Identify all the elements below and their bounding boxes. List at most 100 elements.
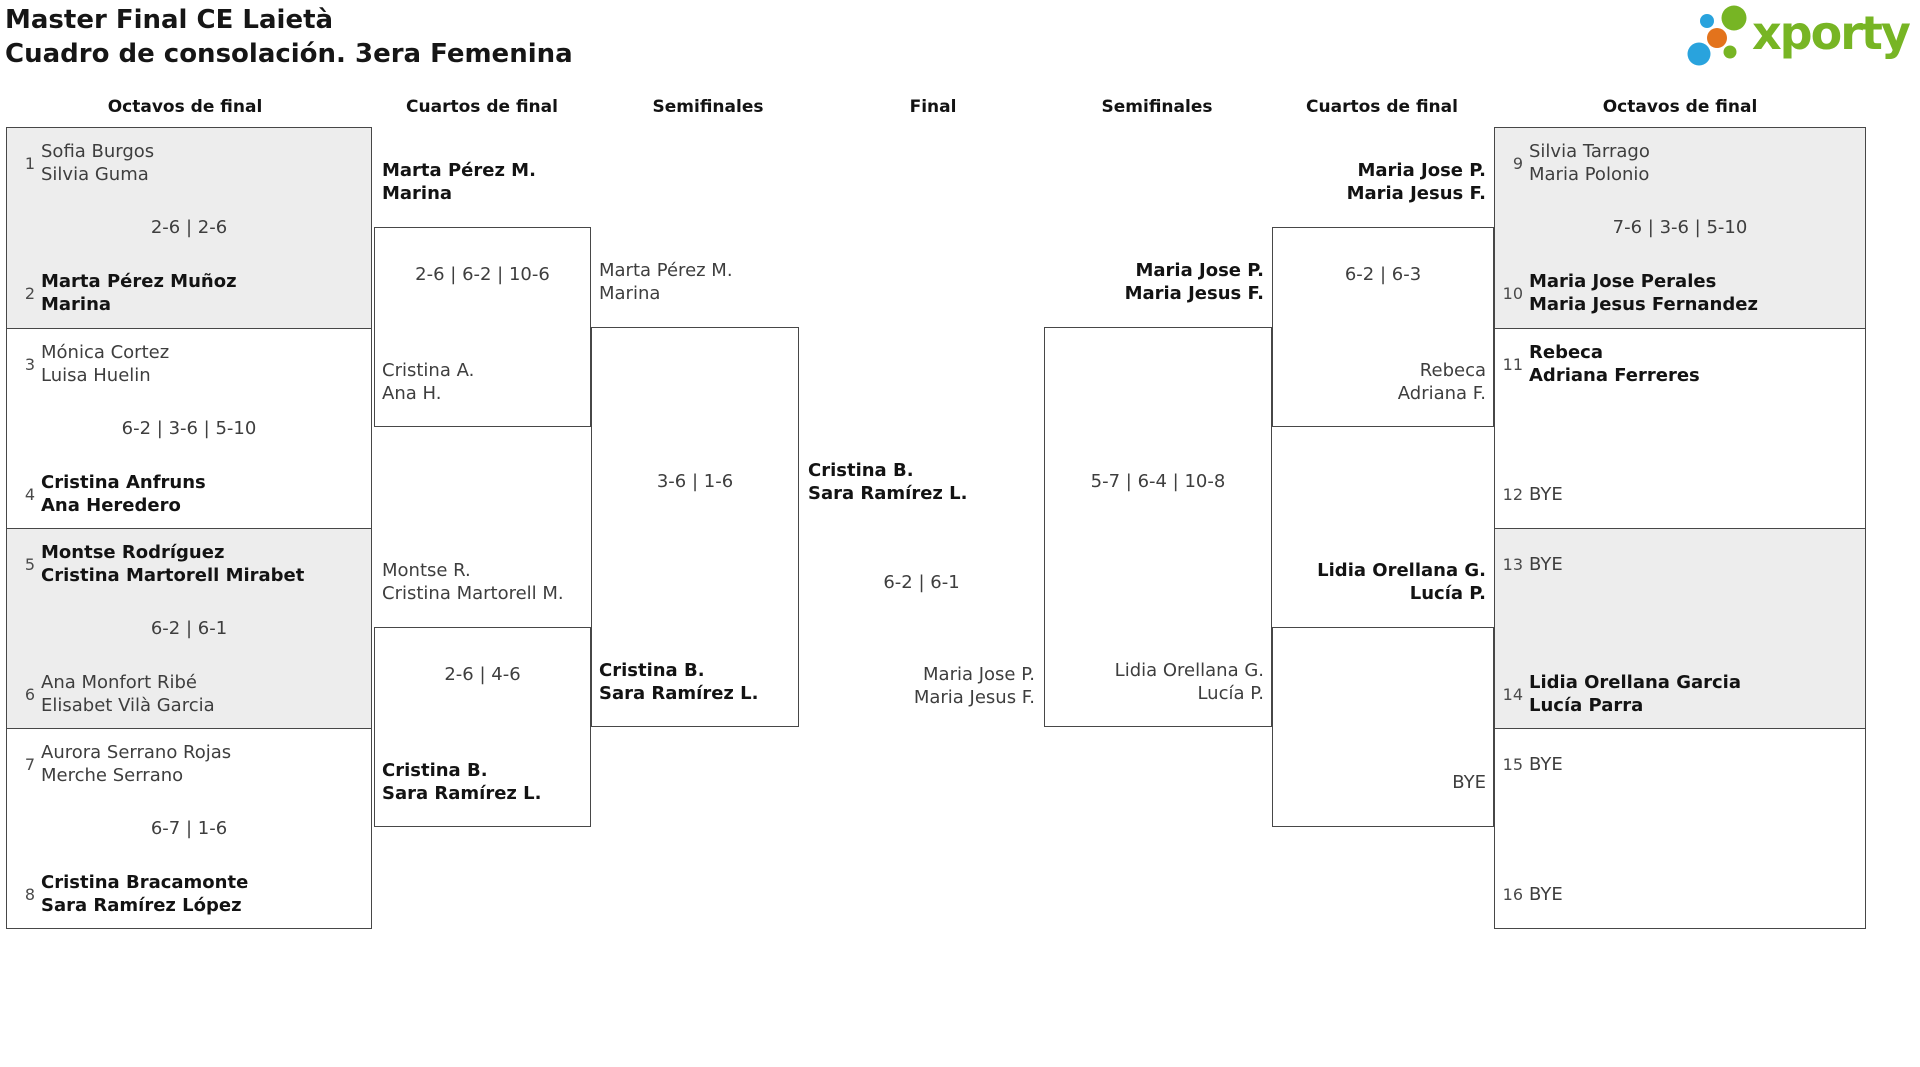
team-seed: 2 xyxy=(24,283,35,303)
team-name-line: Sara Ramírez L. xyxy=(808,483,968,504)
team-name-line: BYE xyxy=(1529,553,1563,575)
team-name-line: Silvia Guma xyxy=(41,164,149,185)
match-box-cuartos_left-2 xyxy=(374,627,591,827)
team-name-line: Elisabet Vilà Garcia xyxy=(41,695,215,716)
team-name-line: Mónica Cortez xyxy=(41,342,170,363)
round-header-semifinales-right: Semifinales xyxy=(1101,97,1213,117)
team-name-line: Marina xyxy=(41,294,112,315)
team-name-line: Ana Heredero xyxy=(41,495,181,516)
team-seed: 8 xyxy=(24,884,35,904)
round-header-final: Final xyxy=(909,97,957,117)
round-header-octavos-left: Octavos de final xyxy=(107,97,263,117)
team-name-line: BYE xyxy=(1529,483,1563,505)
team-name-line: Maria Jesus F. xyxy=(1124,283,1264,304)
team-name-line: Cristina B. xyxy=(599,660,705,681)
team-name-line: BYE xyxy=(1529,883,1563,905)
team-entry: Maria Jose P.Maria Jesus F. xyxy=(808,663,1035,709)
team-name-line: Sofia Burgos xyxy=(41,141,155,162)
team-name-line: Lidia Orellana G. xyxy=(1114,660,1264,681)
xporty-logo-dots-icon xyxy=(1687,5,1747,66)
xporty-logo: xporty xyxy=(1684,2,1911,72)
team-name-line: Sara Ramírez L. xyxy=(382,783,542,804)
team-entry: Cristina A.Ana H. xyxy=(382,359,583,405)
team-seed: 14 xyxy=(1502,684,1523,704)
team-name-line: BYE xyxy=(1452,771,1486,793)
team-name-line: Marina xyxy=(599,283,661,304)
team-name-line: Cristina B. xyxy=(382,760,488,781)
match-score: 7-6 | 3-6 | 5-10 xyxy=(1612,217,1748,238)
team-name-line: Adriana Ferreres xyxy=(1529,365,1700,386)
team-name-line: Rebeca xyxy=(1419,360,1486,381)
team-entry: BYE xyxy=(1280,759,1486,805)
team-seed: 13 xyxy=(1502,554,1523,574)
round-header-cuartos-right: Cuartos de final xyxy=(1306,97,1458,117)
team-name-line: Cristina Martorell M. xyxy=(382,583,564,604)
match-score: 6-7 | 1-6 xyxy=(150,818,228,839)
team-name-line: Cristina Martorell Mirabet xyxy=(41,565,305,586)
team-name-line: Lucía Parra xyxy=(1529,695,1644,716)
match-box-cuartos_right-2 xyxy=(1272,627,1494,827)
team-name-line: Silvia Tarrago xyxy=(1529,141,1650,162)
team-entry: Cristina B.Sara Ramírez L. xyxy=(599,659,791,705)
match-box-cuartos_right-1 xyxy=(1272,227,1494,427)
team-name-line: Montse Rodríguez xyxy=(41,542,225,563)
match-box-cuartos_left-1 xyxy=(374,227,591,427)
page-title: Master Final CE Laietà Cuadro de consola… xyxy=(5,3,573,71)
team-entry: Cristina B.Sara Ramírez L. xyxy=(808,459,1035,505)
team-seed: 12 xyxy=(1502,484,1523,504)
team-name-line: Sara Ramírez López xyxy=(41,895,242,916)
team-entry: Lidia Orellana G.Lucía P. xyxy=(1052,659,1264,705)
team-entry: Cristina B.Sara Ramírez L. xyxy=(382,759,583,805)
team-name-line: Maria Jesus F. xyxy=(913,687,1035,708)
team-name-line: Maria Jose P. xyxy=(1357,160,1487,181)
team-entry: Maria Jose P.Maria Jesus F. xyxy=(1280,159,1486,205)
team-name-line: Adriana F. xyxy=(1397,383,1486,404)
match-score: 5-7 | 6-4 | 10-8 xyxy=(1090,471,1226,492)
team-name-line: Maria Jose P. xyxy=(923,664,1035,685)
team-name-line: Maria Polonio xyxy=(1529,164,1650,185)
team-name-line: Rebeca xyxy=(1529,342,1603,363)
match-box-semifinales_right-1 xyxy=(1044,327,1272,727)
team-entry: BYE xyxy=(1529,871,1563,917)
team-seed: 6 xyxy=(24,684,35,704)
team-name-line: Sara Ramírez L. xyxy=(599,683,759,704)
team-name-line: Marina xyxy=(382,183,453,204)
team-entry: BYE xyxy=(1529,471,1563,517)
team-name-line: Lidia Orellana G. xyxy=(1317,560,1486,581)
team-name-line: Lucía P. xyxy=(1409,583,1486,604)
team-name-line: Cristina A. xyxy=(382,360,475,381)
team-name-line: Maria Jose P. xyxy=(1135,260,1265,281)
team-seed: 10 xyxy=(1502,283,1523,303)
team-name-line: Maria Jose Perales xyxy=(1529,271,1717,292)
team-entry: Marta Pérez M.Marina xyxy=(599,259,791,305)
team-seed: 4 xyxy=(24,484,35,504)
team-name-line: Marta Pérez M. xyxy=(599,260,733,281)
team-name-line: Montse R. xyxy=(382,560,471,581)
team-seed: 3 xyxy=(24,354,35,374)
team-name-line: Ana Monfort Ribé xyxy=(41,672,197,693)
team-name-line: Cristina Bracamonte xyxy=(41,872,249,893)
team-name-line: Aurora Serrano Rojas xyxy=(41,742,232,763)
team-name-line: Ana H. xyxy=(382,383,442,404)
team-name-line: Cristina B. xyxy=(808,460,914,481)
team-name-line: Luisa Huelin xyxy=(41,365,151,386)
team-name-line: Merche Serrano xyxy=(41,765,184,786)
bracket-subtitle: Cuadro de consolación. 3era Femenina xyxy=(5,39,573,69)
match-score: 2-6 | 4-6 xyxy=(444,664,521,685)
team-entry: Marta Pérez M.Marina xyxy=(382,159,583,205)
